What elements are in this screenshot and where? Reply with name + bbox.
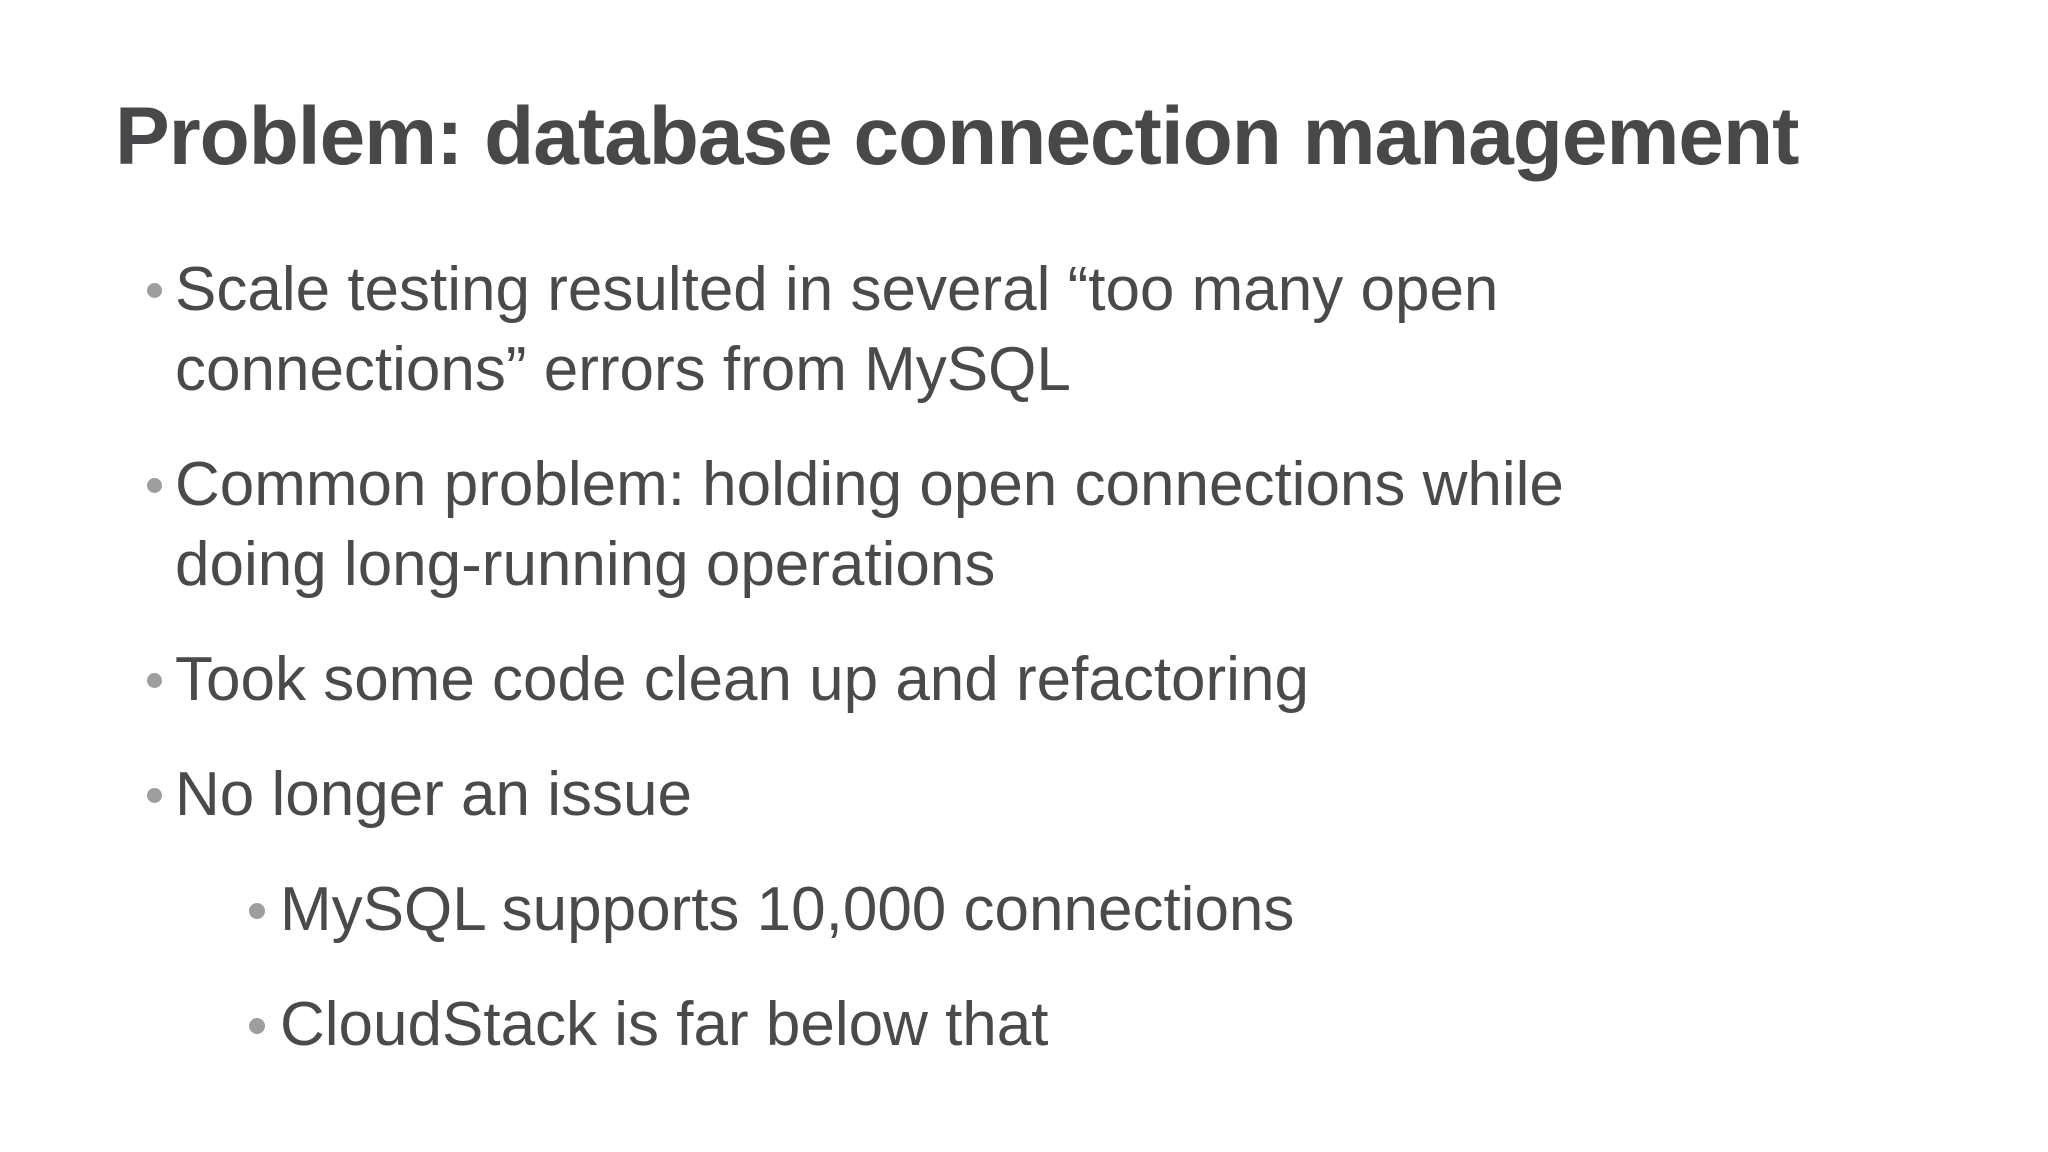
slide-title: Problem: database connection management <box>115 91 1799 182</box>
bullet-line: Took some code clean up and refactoring <box>175 645 1309 714</box>
bullet-line: MySQL supports 10,000 connections <box>280 875 1295 944</box>
bullet-dot-icon <box>147 283 162 298</box>
bullet-item: Scale testing resulted in several “too m… <box>147 250 1797 410</box>
bullet-text: Took some code clean up and refactoring <box>175 640 1309 720</box>
bullet-text: Scale testing resulted in several “too m… <box>175 250 1498 410</box>
bullet-dot-icon <box>147 478 162 493</box>
bullet-line: Scale testing resulted in several “too m… <box>175 255 1499 324</box>
bullet-dot-icon <box>147 673 162 688</box>
bullet-item: CloudStack is far below that <box>249 985 1797 1065</box>
bullet-line: doing long-running operations <box>175 530 996 599</box>
bullet-item: Took some code clean up and refactoring <box>147 640 1797 720</box>
bullet-line: Common problem: holding open connections… <box>175 450 1564 519</box>
bullet-text: No longer an issue <box>175 755 692 835</box>
bullet-text: Common problem: holding open connections… <box>175 445 1564 605</box>
bullet-dot-icon <box>249 1018 265 1034</box>
bullet-text: MySQL supports 10,000 connections <box>280 870 1294 950</box>
bullet-dot-icon <box>249 903 265 919</box>
bullet-item: Common problem: holding open connections… <box>147 445 1797 605</box>
bullet-line: connections” errors from MySQL <box>175 335 1071 404</box>
bullet-dot-icon <box>147 788 162 803</box>
bullet-item: MySQL supports 10,000 connections <box>249 870 1797 950</box>
bullet-item: No longer an issue <box>147 755 1797 835</box>
bullet-line: CloudStack is far below that <box>280 990 1049 1059</box>
bullet-line: No longer an issue <box>175 760 692 829</box>
bullet-list: Scale testing resulted in several “too m… <box>147 250 1797 1100</box>
bullet-text: CloudStack is far below that <box>280 985 1049 1065</box>
